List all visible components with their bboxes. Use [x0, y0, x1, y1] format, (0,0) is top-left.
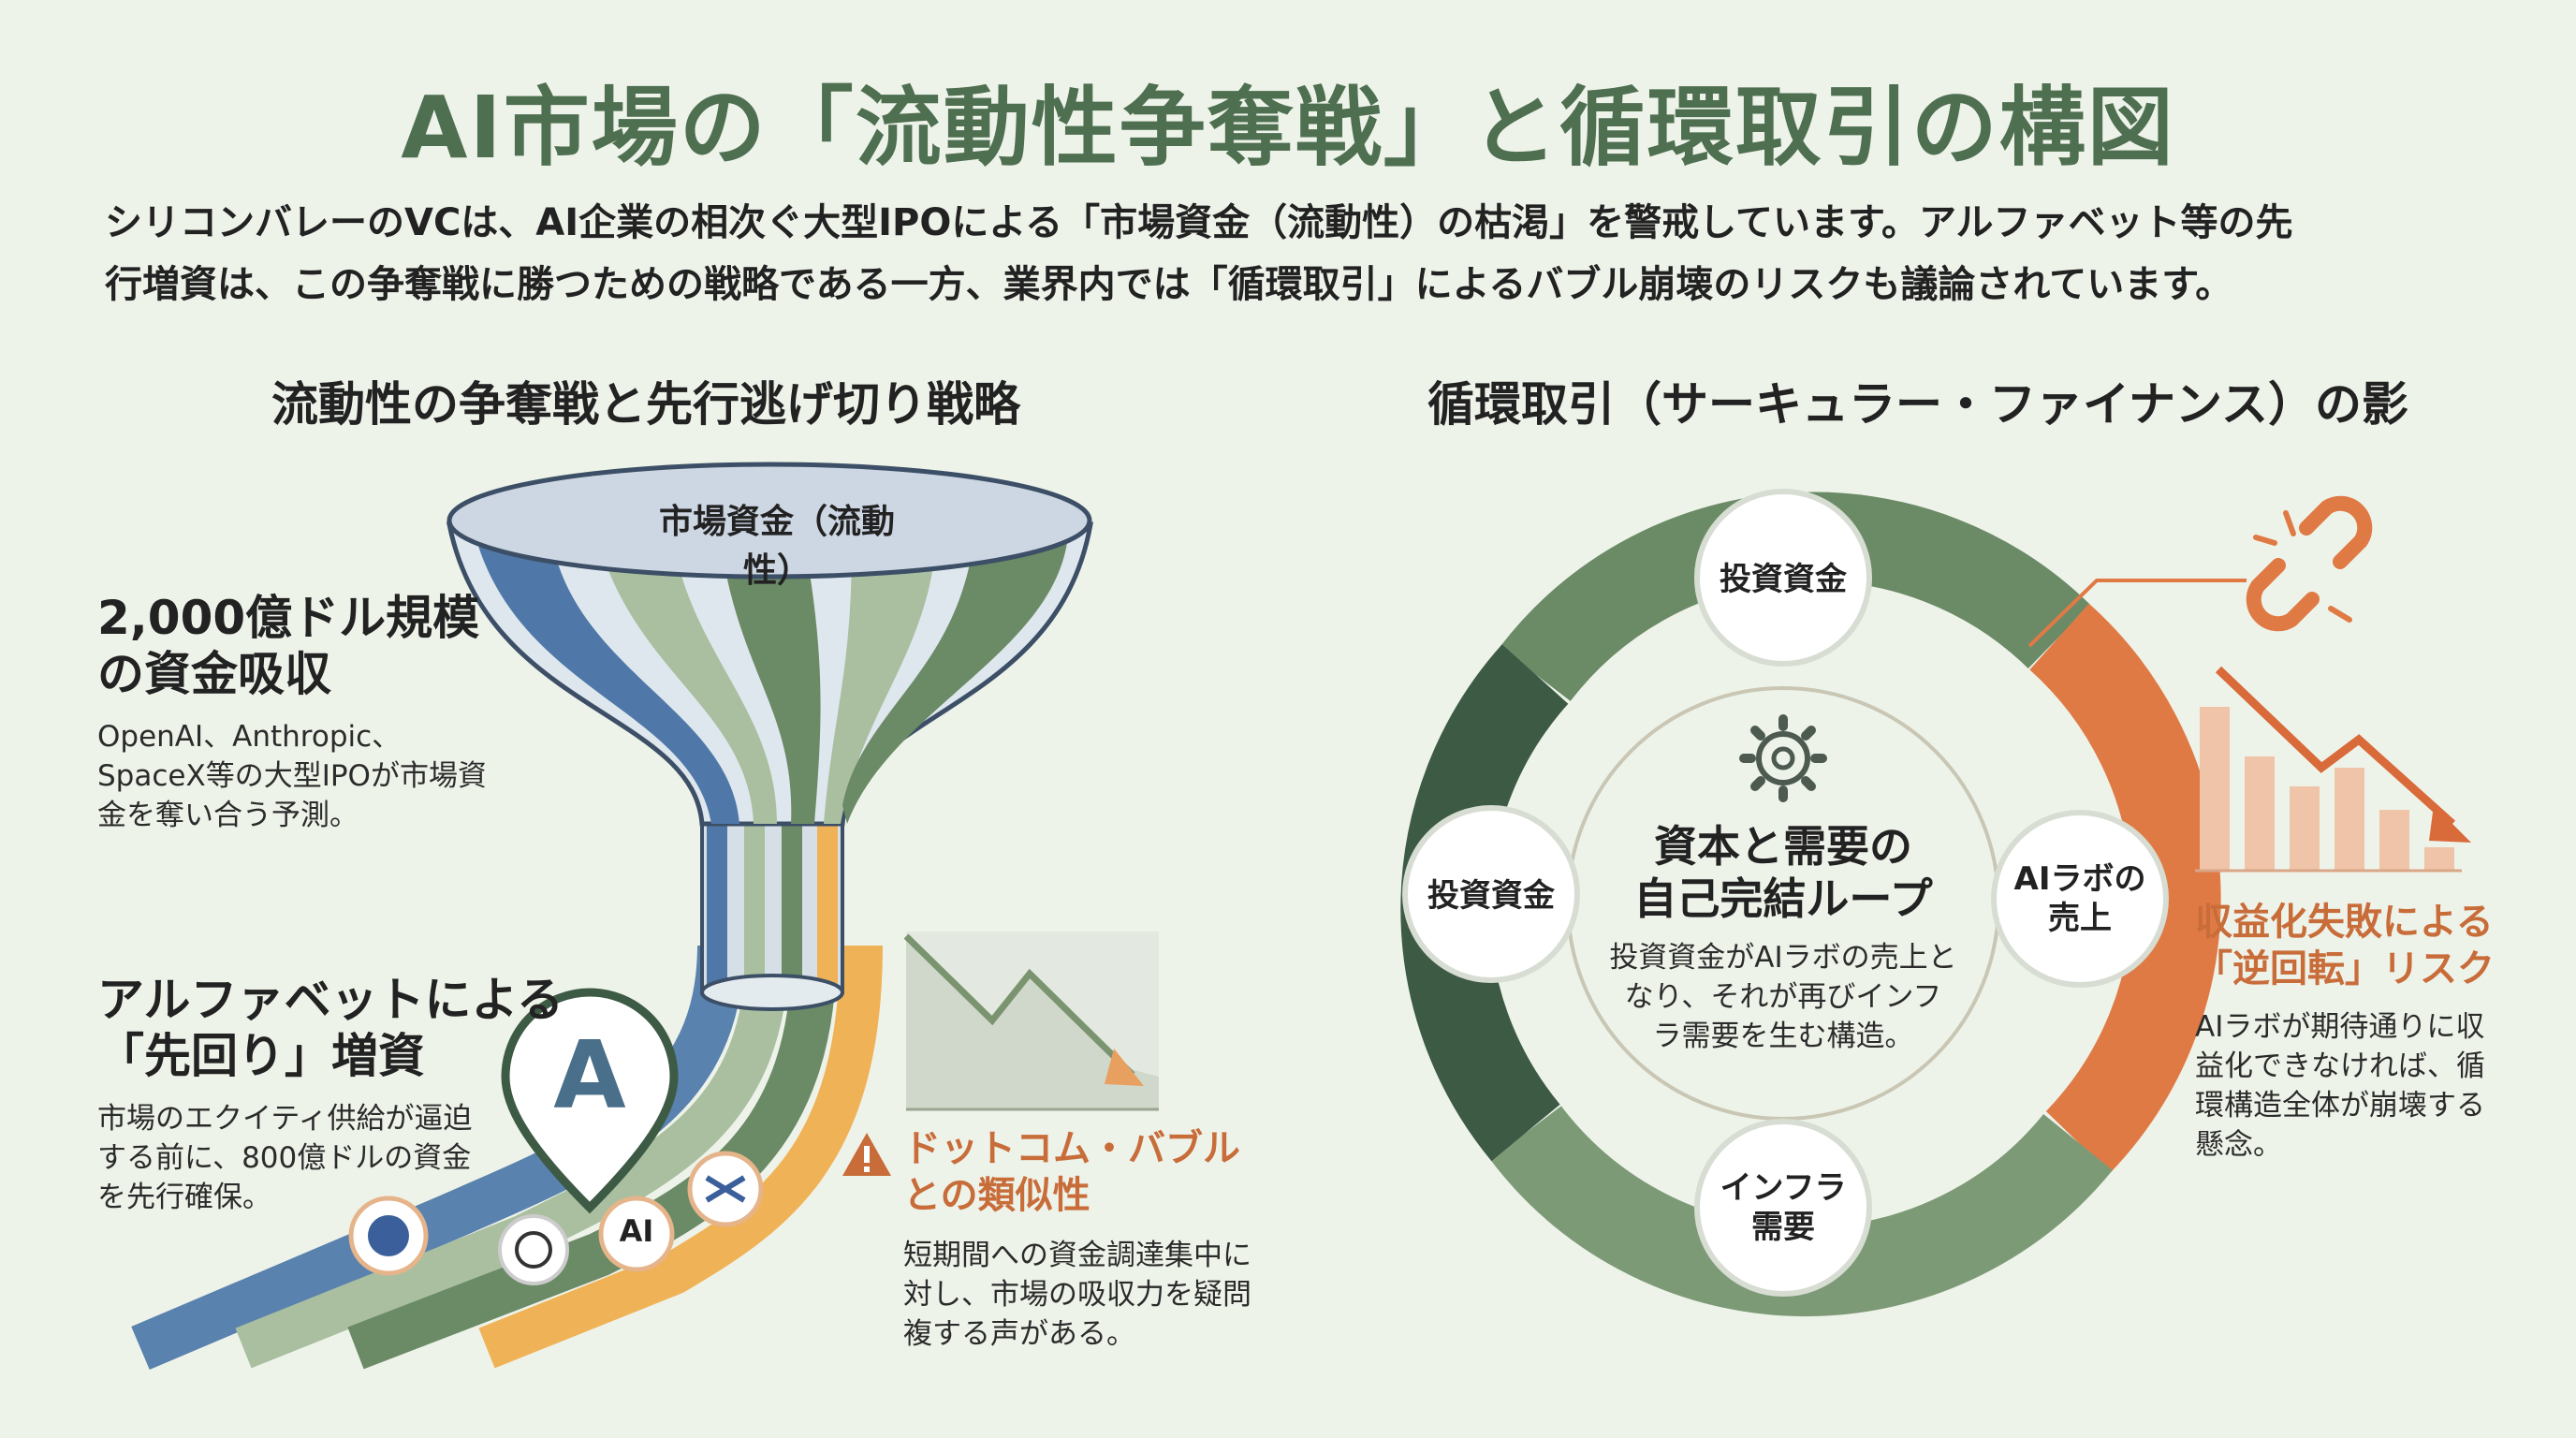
company-logos: [348, 1151, 764, 1285]
callout-alphabet-raise: アルファベットによる 「先回り」増資 市場のエクイティ供給が逼迫 する前に、80…: [97, 972, 603, 1217]
callout-capital-absorption: 2,000億ドル規模 の資金吸収 OpenAI、Anthropic、 Space…: [97, 590, 490, 835]
broken-chain-icon: [2246, 495, 2373, 632]
warning-triangle-icon: [842, 1133, 891, 1176]
node-top-circle: [1694, 489, 1872, 667]
callout2-heading-line2: 「先回り」増資: [97, 1029, 425, 1083]
stream-amber: [478, 945, 883, 1369]
left-section-title: 流動性の争奪戦と先行逃げ切り戦略: [271, 377, 1020, 432]
node-bottom-line2: 需要: [1751, 1209, 1815, 1246]
callout2-heading-line1: アルファベットによる: [97, 973, 564, 1027]
dotcom-callout: ドットコム・バブル との類似性 短期間への資金調達集中に 対し、市場の吸収力を疑…: [903, 1125, 1278, 1354]
funnel-rim: [446, 462, 1092, 580]
risk-body-line2: 益化できなければ、循: [2195, 1049, 2485, 1083]
risk-body-line4: 懸念。: [2195, 1128, 2282, 1162]
node-top-investment: 投資資金: [1720, 561, 1847, 598]
callout1-body-line1: OpenAI、Anthropic、: [97, 720, 402, 754]
page-title: AI市場の「流動性争奪戦」と循環取引の構図: [401, 78, 2175, 178]
alphabet-pin: [501, 988, 679, 1214]
reversal-risk-callout: 収益化失敗による 「逆回転」リスク AIラボが期待通りに収 益化できなければ、循…: [2195, 899, 2532, 1165]
dotcom-trend-chart: [903, 932, 1159, 1111]
node-left-investment: 投資資金: [1427, 877, 1555, 915]
node-right-circle: [1991, 810, 2169, 988]
intro-text: シリコンバレーのVCは、AI企業の相次ぐ大型IPOによる「市場資金（流動性）の枯…: [105, 192, 2501, 315]
node-left-circle: [1402, 805, 1580, 983]
alphabet-pin-letter: A: [553, 1020, 626, 1130]
node-bottom-circle: [1694, 1119, 1872, 1297]
risk-heading-line1: 収益化失敗による: [2195, 901, 2494, 944]
loop-body-line1: 投資資金がAIラボの売上と: [1609, 941, 1957, 975]
anthropic-badge: AI: [619, 1213, 654, 1249]
loop-body-line2: なり、それが再びインフ: [1624, 980, 1942, 1014]
loop-title-line1: 資本と需要の: [1654, 821, 1912, 872]
ring-segment-right: [2029, 603, 2221, 1173]
declining-bar-chart: [2195, 666, 2471, 873]
loop-title-line2: 自己完結ループ: [1633, 873, 1933, 924]
stream-light-green: [235, 945, 789, 1369]
risk-body-line1: AIラボが期待通りに収: [2195, 1010, 2485, 1044]
funnel-label: 市場資金（流動性）: [658, 503, 895, 590]
dotcom-body-line2: 対し、市場の吸収力を疑問: [903, 1278, 1251, 1312]
callout2-body-line2: する前に、800億ドルの資金: [97, 1141, 472, 1175]
node-right-ai-lab-sales: AIラボの 売上: [1994, 859, 2166, 938]
funnel-neck-stripes: [707, 824, 838, 992]
risk-body-line3: 環構造全体が崩壊する: [2195, 1089, 2485, 1123]
funnel-cone-stripes: [477, 543, 1067, 824]
node-bottom-infra-demand: インフラ 需要: [1697, 1168, 1869, 1247]
risk-heading-line2: 「逆回転」リスク: [2195, 947, 2495, 990]
risk-connector-line: [2027, 579, 2247, 648]
callout2-body-line3: を先行確保。: [97, 1181, 271, 1214]
callout1-body-line3: 金を奪い合う予測。: [97, 799, 359, 832]
gear-icon: [1739, 714, 1827, 802]
node-right-line1: AIラボの: [2013, 860, 2146, 898]
right-section-title: 循環取引（サーキュラー・ファイナンス）の影: [1427, 377, 2408, 432]
dotcom-heading-line1: ドットコム・バブル: [903, 1127, 1240, 1170]
callout2-body-line1: 市場のエクイティ供給が逼迫: [97, 1102, 473, 1136]
dotcom-heading-line2: との類似性: [903, 1174, 1090, 1217]
node-bottom-line1: インフラ: [1720, 1169, 1847, 1207]
intro-line-2: 行増資は、この争奪戦に勝つための戦略である一方、業界内では「循環取引」によるバブ…: [105, 263, 2233, 306]
dotcom-body-line1: 短期間への資金調達集中に: [903, 1239, 1251, 1272]
loop-center: 資本と需要の 自己完結ループ 投資資金がAIラボの売上と なり、それが再びインフ…: [1582, 820, 1984, 1056]
loop-body-line3: ラ需要を生む構造。: [1652, 1020, 1914, 1053]
callout1-body-line2: SpaceX等の大型IPOが市場資: [97, 759, 487, 793]
dotcom-body-line3: 複する声がある。: [903, 1317, 1135, 1351]
intro-line-1: シリコンバレーのVCは、AI企業の相次ぐ大型IPOによる「市場資金（流動性）の枯…: [105, 201, 2293, 244]
callout1-heading-line2: の資金吸収: [97, 647, 331, 701]
callout1-heading-line1: 2,000億ドル規模: [97, 591, 480, 645]
node-right-line2: 売上: [2048, 900, 2112, 937]
